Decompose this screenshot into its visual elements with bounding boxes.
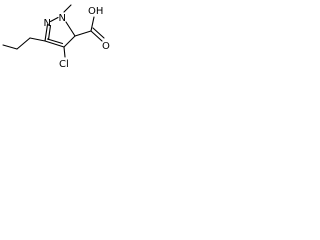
- atom-label-n2: N: [59, 13, 66, 24]
- bond-carbonyl-a: [90, 30, 103, 42]
- bond-n1-n2: [49, 16, 59, 23]
- atom-label-oh: OH: [88, 6, 103, 17]
- bond-c5-carboxyl: [74, 30, 92, 37]
- bond-c4-c3-a: [44, 40, 65, 48]
- bond-propyl-2: [16, 37, 31, 50]
- bond-propyl-3: [2, 44, 18, 50]
- bond-c3-n1-b: [47, 24, 52, 41]
- bond-propyl-1: [29, 37, 46, 42]
- structure-diagram: N N OH O Cl: [2, 4, 110, 70]
- atom-label-o-carbonyl: O: [102, 41, 110, 52]
- bond-n2-methyl: [63, 4, 72, 13]
- bond-c5-c4: [63, 35, 76, 48]
- bond-n2-c5: [65, 21, 76, 37]
- bond-c4-cl: [63, 46, 66, 58]
- atom-label-cl: Cl: [59, 59, 69, 70]
- bond-carbonyl-b: [92, 27, 105, 39]
- atom-label-n1: N: [44, 18, 51, 29]
- bond-c4-c3-b: [46, 38, 64, 45]
- bond-c3-n1-a: [44, 23, 49, 42]
- bond-carboxyl-oh: [90, 16, 95, 32]
